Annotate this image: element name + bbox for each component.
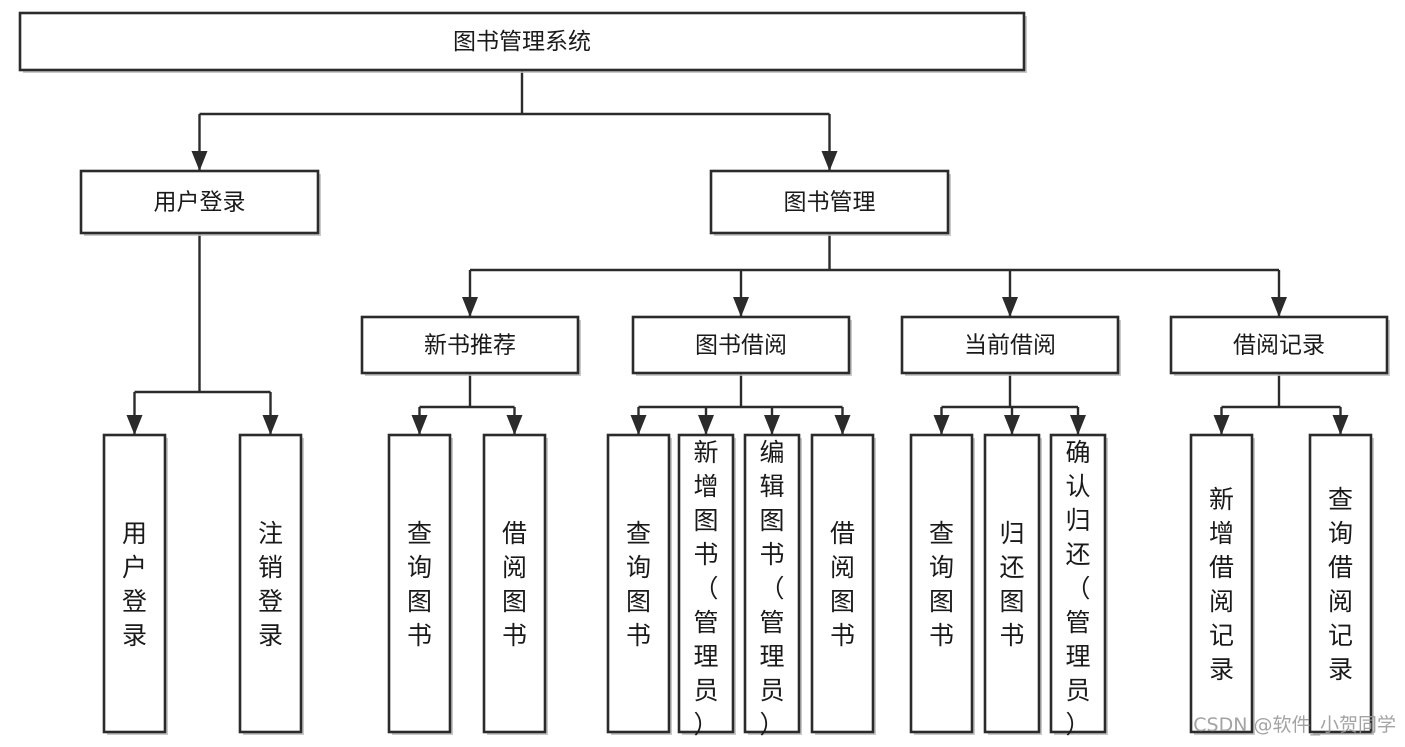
arrow-head-icon	[1213, 415, 1230, 435]
node-leaf-borrow-books-bb[interactable]: 借阅图书	[810, 433, 876, 735]
node-leaf-edit-book-admin[interactable]: 编辑图书（管理员）	[743, 433, 802, 739]
node-label: 新增图书（管理员）	[693, 438, 718, 739]
node-box	[1308, 433, 1373, 734]
node-label: 借阅图书	[830, 519, 855, 650]
node-label: 确认归还（管理员）	[1065, 438, 1090, 739]
node-box	[709, 169, 950, 235]
node-box	[238, 433, 303, 734]
node-current-borrow[interactable]: 当前借阅	[900, 315, 1121, 376]
arrow-head-icon	[1271, 297, 1287, 317]
arrow-head-icon	[506, 415, 523, 435]
node-box	[606, 433, 671, 734]
node-leaf-logout[interactable]: 注销登录	[238, 433, 304, 735]
arrow-head-icon	[1070, 415, 1086, 435]
arrow-head-icon	[126, 415, 143, 435]
node-label: 查询图书	[407, 519, 432, 650]
node-label: 编辑图书（管理员）	[759, 438, 784, 739]
node-box	[900, 315, 1120, 375]
node-leaf-query-books-bb[interactable]: 查询图书	[606, 433, 672, 735]
node-leaf-query-books-cb[interactable]: 查询图书	[909, 433, 975, 735]
node-box	[360, 315, 580, 375]
node-leaf-add-book-admin[interactable]: 新增图书（管理员）	[677, 433, 736, 739]
connector-group-book-management	[462, 233, 1287, 317]
node-box	[810, 433, 875, 734]
node-box	[1049, 433, 1107, 734]
arrow-head-icon	[821, 151, 838, 171]
node-label: 查询图书	[929, 519, 954, 650]
csdn-watermark: CSDN @软件_小贺同学	[1193, 714, 1396, 736]
arrow-head-icon	[698, 415, 714, 435]
node-label: 用户登录	[154, 190, 246, 216]
node-leaf-return-books[interactable]: 归还图书	[983, 433, 1042, 735]
connector-group-borrow-records	[1213, 373, 1349, 435]
node-label: 查询借阅记录	[1328, 485, 1353, 684]
node-label: 新书推荐	[424, 333, 516, 359]
connector-layer	[126, 70, 1349, 435]
node-box	[677, 433, 735, 734]
arrow-head-icon	[764, 415, 780, 435]
node-leaf-user-login[interactable]: 用户登录	[102, 433, 168, 735]
connector-group-current-borrow	[933, 373, 1086, 435]
arrow-head-icon	[834, 415, 851, 435]
node-new-book-recommend[interactable]: 新书推荐	[360, 315, 581, 376]
arrow-head-icon	[1002, 297, 1018, 317]
arrow-head-icon	[630, 415, 647, 435]
node-box	[482, 433, 547, 734]
arrow-head-icon	[191, 151, 208, 171]
connector-group-user-login	[126, 233, 279, 435]
node-box	[387, 433, 452, 734]
arrow-head-icon	[262, 415, 279, 435]
arrow-head-icon	[933, 415, 950, 435]
node-box	[743, 433, 801, 734]
node-leaf-borrow-books-rec[interactable]: 借阅图书	[482, 433, 548, 735]
node-label: 用户登录	[122, 519, 147, 650]
node-leaf-confirm-return-admin[interactable]: 确认归还（管理员）	[1049, 433, 1108, 739]
node-label: 图书管理	[784, 190, 876, 216]
connector-group-book-borrow	[630, 373, 851, 435]
node-label: 借阅图书	[502, 519, 527, 650]
arrow-head-icon	[733, 297, 749, 317]
node-box	[631, 315, 851, 375]
connector-group-new-book-recommend	[411, 373, 523, 435]
node-label: 归还图书	[999, 519, 1024, 650]
node-box	[18, 11, 1026, 72]
node-borrow-records[interactable]: 借阅记录	[1169, 315, 1390, 376]
node-book-borrow[interactable]: 图书借阅	[631, 315, 852, 376]
node-leaf-query-books-rec[interactable]: 查询图书	[387, 433, 453, 735]
node-label: 借阅记录	[1233, 333, 1325, 359]
connector-group-root	[191, 70, 838, 171]
node-leaf-query-borrow-record[interactable]: 查询借阅记录	[1308, 433, 1374, 735]
node-box	[102, 433, 167, 734]
arrow-head-icon	[1004, 415, 1020, 435]
node-label: 图书管理系统	[453, 29, 591, 55]
node-label: 新增借阅记录	[1209, 485, 1234, 684]
node-layer: 图书管理系统用户登录图书管理新书推荐图书借阅当前借阅借阅记录用户登录注销登录查询…	[18, 11, 1390, 739]
node-box	[983, 433, 1041, 734]
node-root[interactable]: 图书管理系统	[18, 11, 1027, 73]
node-box	[79, 169, 320, 235]
node-user-login[interactable]: 用户登录	[79, 169, 321, 236]
node-box	[1189, 433, 1254, 734]
node-leaf-add-borrow-record[interactable]: 新增借阅记录	[1189, 433, 1255, 735]
node-book-management[interactable]: 图书管理	[709, 169, 951, 236]
arrow-head-icon	[1332, 415, 1349, 435]
node-label: 图书借阅	[695, 333, 787, 359]
node-box	[1169, 315, 1389, 375]
arrow-head-icon	[411, 415, 428, 435]
node-label: 当前借阅	[964, 333, 1056, 359]
node-label: 注销登录	[258, 519, 283, 650]
node-box	[909, 433, 974, 734]
arrow-head-icon	[462, 297, 478, 317]
node-label: 查询图书	[626, 519, 651, 650]
